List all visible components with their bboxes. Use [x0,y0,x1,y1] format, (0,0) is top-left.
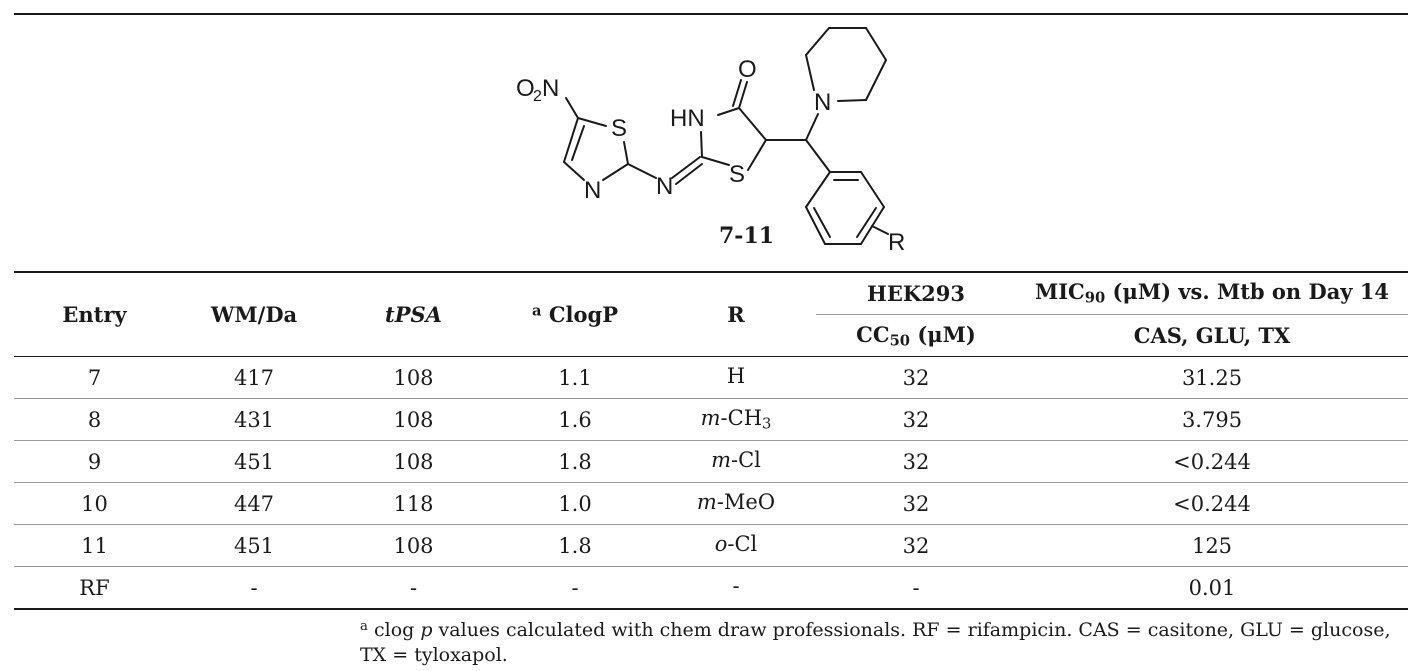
clogp-label: ClogP [541,301,618,327]
footnote-text-1: clog [367,618,421,641]
cell-r: m-CH3 [656,398,816,441]
clogp-footnote-mark: a [531,301,542,319]
cell-entry: RF [14,566,175,608]
cc50-prefix: CC [856,321,890,347]
cell-r: m-MeO [656,482,816,525]
r-group: -MeO [716,490,776,515]
o2n-o-label: O [516,75,535,102]
cell-tpsa: 108 [333,398,494,441]
cc50-subscript: 50 [889,332,911,350]
o2n-n-label: N [542,75,559,102]
cell-entry: 11 [14,524,175,567]
cell-wm: - [175,566,333,608]
top-rule [14,13,1408,15]
cell-mic: 3.795 [1016,398,1408,441]
r-position: m [696,490,717,515]
hn-label: HN [670,105,705,132]
cell-cc50: 32 [816,398,1016,441]
r-position: m [711,448,732,473]
cc50-suffix: (μM) [910,321,976,347]
r-group: -Cl [731,448,761,473]
table-footnote: a clog p values calculated with chem dra… [360,614,1410,668]
cell-mic: <0.244 [1016,440,1408,483]
table-row: 11 451 108 1.8 o-Cl 32 125 [14,524,1408,567]
table-row: 10 447 118 1.0 m-MeO 32 <0.244 [14,482,1408,525]
compound-label: 7-11 [719,223,774,249]
thiazole-s-label: S [611,115,627,142]
header-cc50: CC50 (μM) [816,315,1016,357]
imine-n-label: N [656,173,673,200]
cell-cc50: - [816,566,1016,608]
cell-wm: 447 [175,482,333,525]
footnote-text-2: values calculated with chem draw profess… [360,618,1391,666]
cell-clogp: 1.8 [494,524,656,567]
ring-s-label: S [729,161,745,188]
cell-mic: 0.01 [1016,566,1408,608]
cell-mic: 31.25 [1016,356,1408,399]
cell-wm: 417 [175,356,333,399]
carbonyl-o-label: O [738,56,757,83]
cell-r: m-Cl [656,440,816,483]
table-bottom-rule [14,608,1408,610]
cell-clogp: - [494,566,656,608]
header-entry: Entry [62,301,127,327]
header-r: R [727,301,745,327]
header-wm: WM/Da [210,301,298,327]
r-group: -CH [720,406,763,431]
chemical-structure: O 2 N S N N HN S O N R 7-11 [516,27,905,256]
cell-r: H [656,356,816,399]
r-group: - [732,574,740,599]
header-media: CAS, GLU, TX [1133,323,1291,348]
cell-r: - [656,566,816,608]
cell-wm: 451 [175,524,333,567]
header-tpsa: tPSA [385,301,442,327]
cell-mic: 125 [1016,524,1408,567]
cell-wm: 451 [175,440,333,483]
data-table: Entry WM/Da tPSA a ClogP R HEK293 MIC90 … [14,272,1408,608]
r-subscript: 3 [762,415,772,433]
cell-tpsa: - [333,566,494,608]
cell-cc50: 32 [816,524,1016,567]
thiazole-n-label: N [584,177,601,204]
r-group: -Cl [727,532,758,557]
table-top-rule [14,271,1408,273]
cell-wm: 431 [175,398,333,441]
r-position: o [714,532,728,557]
cell-mic: <0.244 [1016,482,1408,525]
r-group-label: R [888,229,905,256]
r-group: H [726,364,746,389]
mic-prefix: MIC [1034,279,1085,305]
cell-entry: 10 [14,482,175,525]
cell-clogp: 1.8 [494,440,656,483]
table-row: 8 431 108 1.6 m-CH3 32 3.795 [14,398,1408,441]
cell-entry: 7 [14,356,175,399]
cell-cc50: 32 [816,482,1016,525]
cell-clogp: 1.1 [494,356,656,399]
cell-tpsa: 108 [333,356,494,399]
piperidine-n-label: N [814,89,831,116]
o2n-subscript-label: 2 [533,88,542,105]
cell-cc50: 32 [816,356,1016,399]
cell-tpsa: 118 [333,482,494,525]
cell-tpsa: 108 [333,440,494,483]
cell-cc50: 32 [816,440,1016,483]
mic-suffix: (μM) vs. Mtb on Day 14 [1105,279,1390,305]
cell-entry: 9 [14,440,175,483]
table-row: RF - - - - - 0.01 [14,566,1408,608]
header-clogp: a ClogP [494,272,656,357]
footnote-mark: a [360,619,368,634]
header-mic90: MIC90 (μM) vs. Mtb on Day 14 [1016,272,1408,315]
header-hek293: HEK293 [816,272,1016,315]
mic-subscript: 90 [1084,289,1106,307]
cell-tpsa: 108 [333,524,494,567]
table-row: 7 417 108 1.1 H 32 31.25 [14,356,1408,399]
r-position: m [700,406,721,431]
table-row: 9 451 108 1.8 m-Cl 32 <0.244 [14,440,1408,483]
cell-clogp: 1.0 [494,482,656,525]
cell-r: o-Cl [656,524,816,567]
cell-entry: 8 [14,398,175,441]
cell-clogp: 1.6 [494,398,656,441]
footnote-p: p [420,618,433,641]
